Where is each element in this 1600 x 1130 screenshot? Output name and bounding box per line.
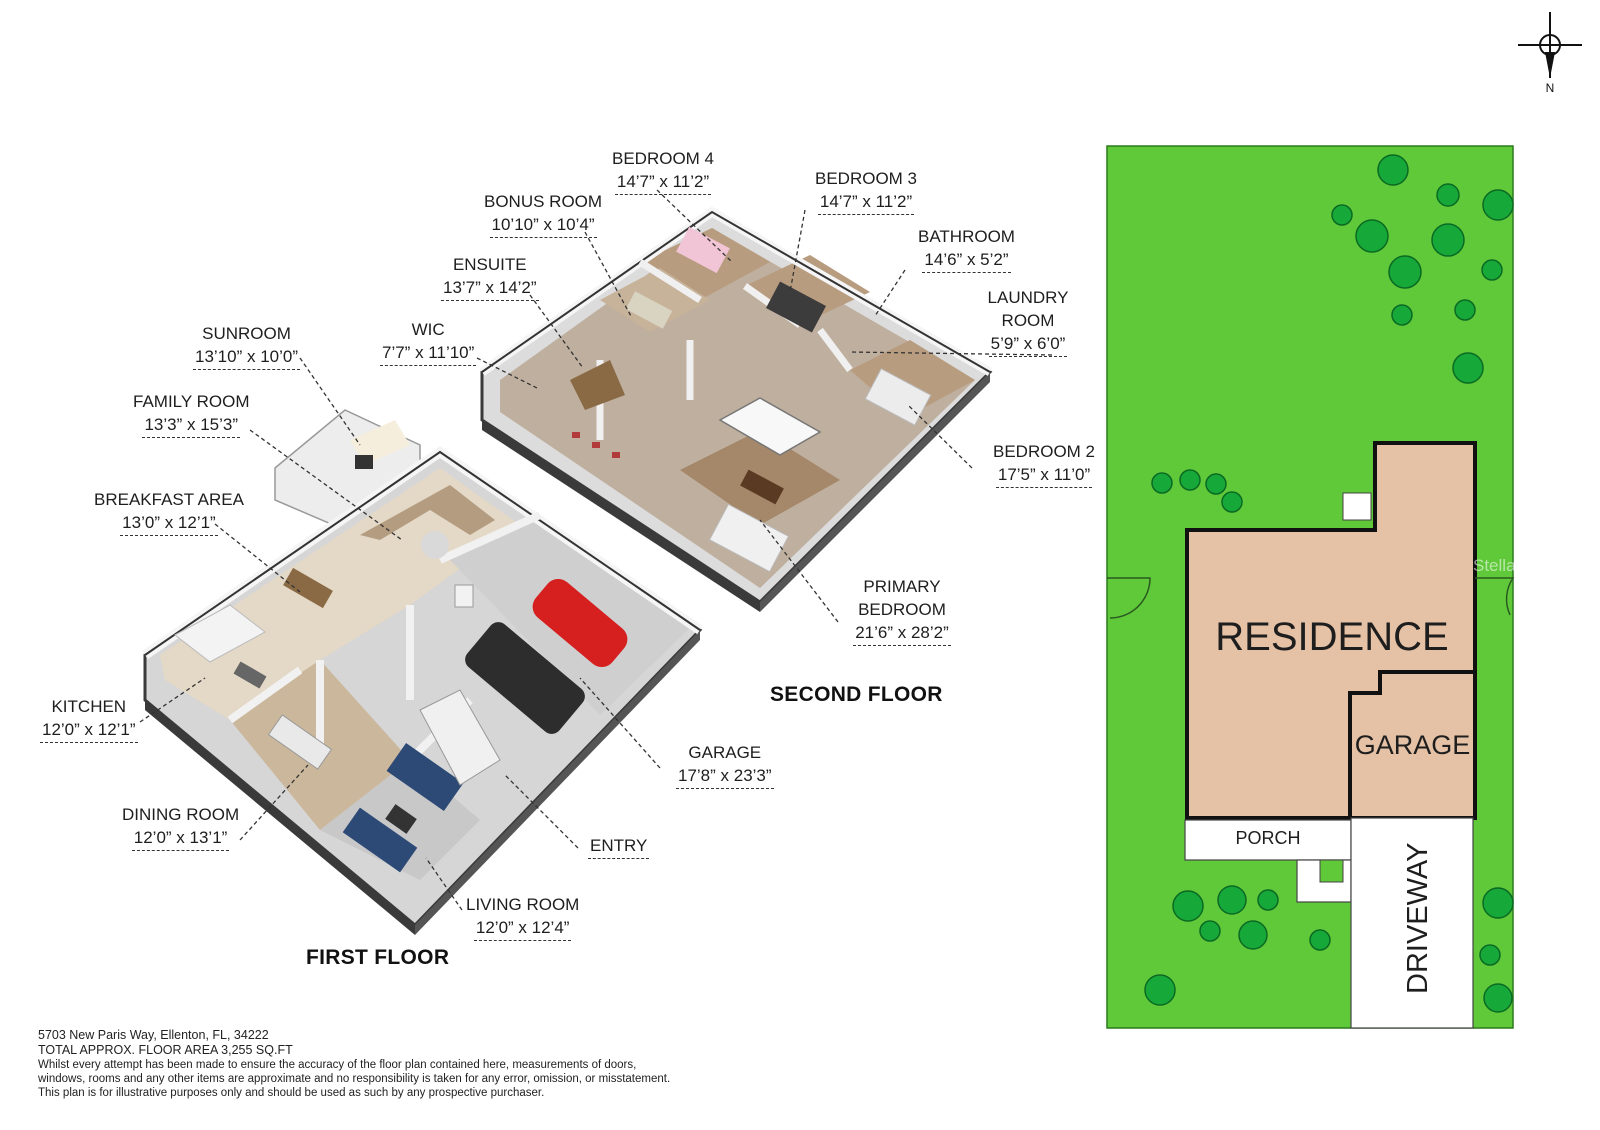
total-floor-area: TOTAL APPROX. FLOOR AREA 3,255 SQ.FT	[38, 1043, 293, 1057]
garage-site-label: GARAGE	[1354, 730, 1471, 760]
plan-footer: 5703 New Paris Way, Ellenton, FL, 34222 …	[38, 1028, 718, 1100]
compass-north-label: N	[1546, 81, 1555, 95]
tree-icons	[1144, 154, 1514, 1013]
disclaimer-line-2: windows, rooms and any other items are a…	[38, 1073, 671, 1085]
residence-label: RESIDENCE	[1215, 615, 1449, 659]
garage-footprint	[1348, 670, 1477, 820]
second-floor-model	[479, 206, 993, 612]
driveway-area	[1350, 817, 1474, 1029]
second-floor-title: SECOND FLOOR	[770, 683, 943, 706]
room-leader-lines	[139, 189, 1053, 911]
porch-area	[1184, 819, 1352, 861]
watermark: StellarMLS	[1473, 556, 1557, 575]
first-floor-title: FIRST FLOOR	[306, 946, 450, 969]
disclaimer-line-3: This plan is for illustrative purposes o…	[38, 1087, 545, 1099]
driveway-label: DRIVEWAY	[1402, 842, 1434, 994]
north-compass-icon	[1518, 12, 1582, 78]
site-plan	[1106, 145, 1515, 1029]
property-address: 5703 New Paris Way, Ellenton, FL, 34222	[38, 1028, 269, 1042]
disclaimer-line-1: Whilst every attempt has been made to en…	[38, 1059, 637, 1071]
first-floor-model	[142, 409, 703, 935]
room-label-entry: ENTRY	[588, 834, 650, 859]
porch-label: PORCH	[1235, 828, 1301, 848]
